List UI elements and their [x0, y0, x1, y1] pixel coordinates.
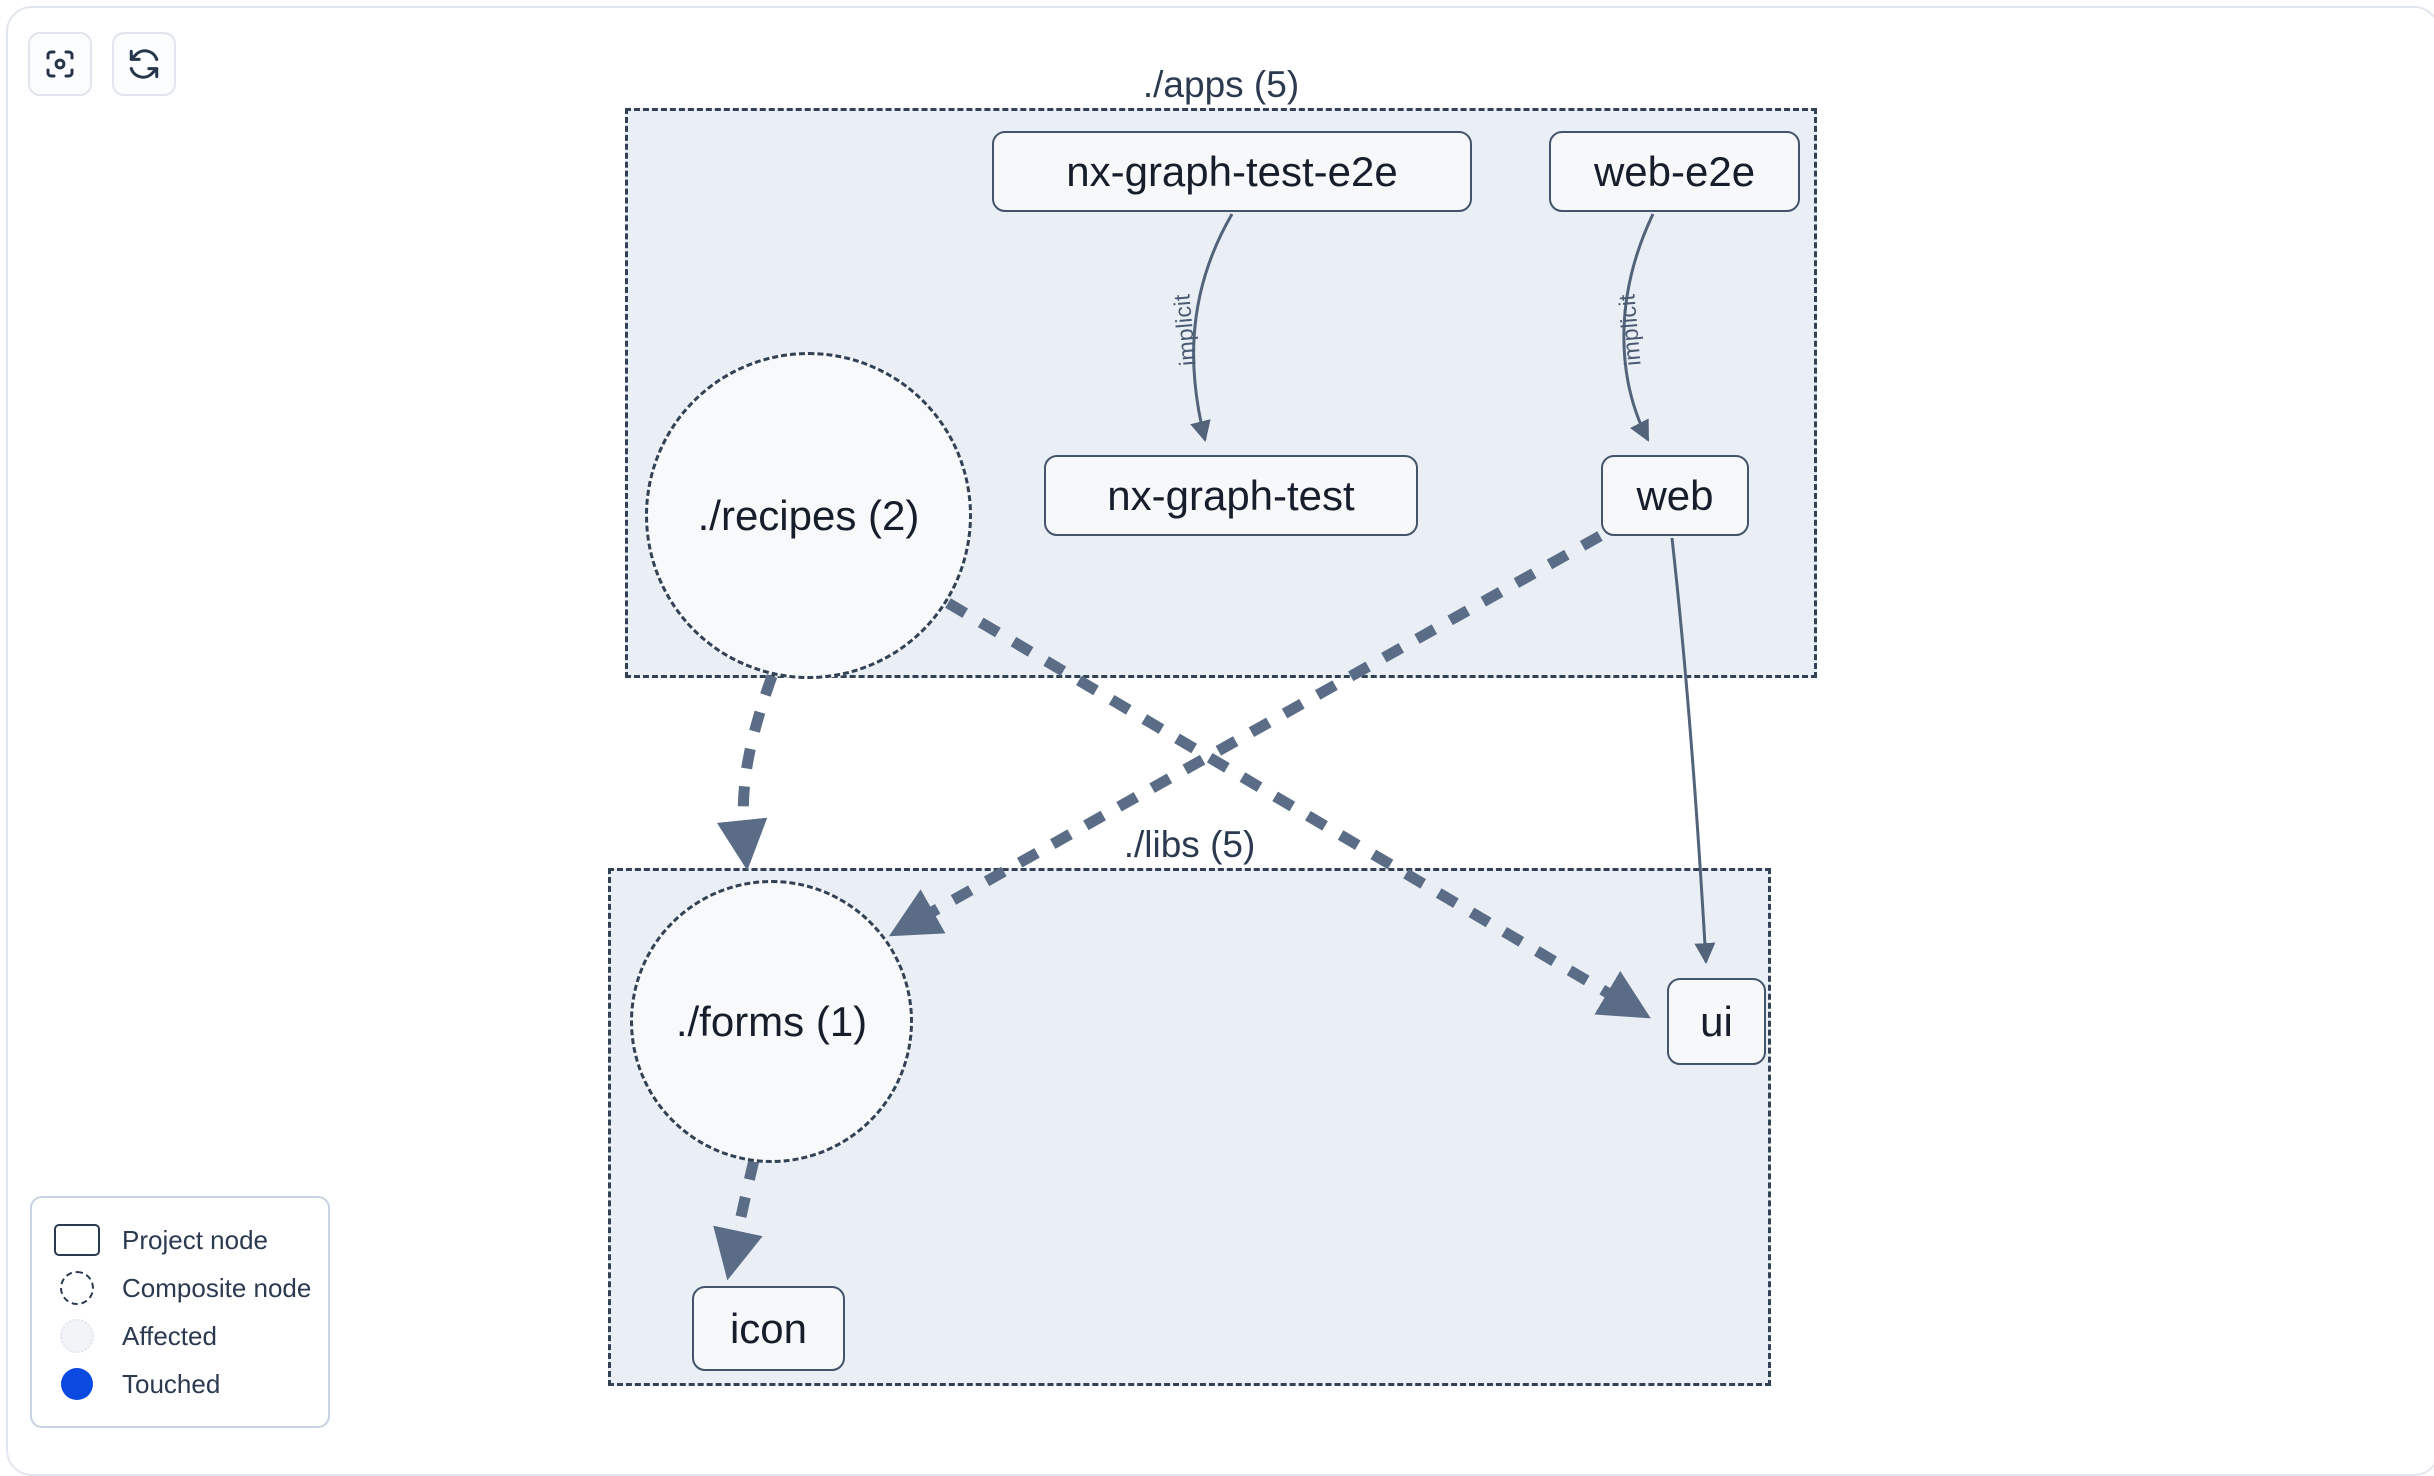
legend-item-project-node: Project node — [54, 1216, 308, 1264]
focus-target-icon — [42, 46, 78, 82]
project-graph-canvas[interactable]: ./apps (5) ./libs (5) implicit implicit — [0, 0, 2434, 1446]
legend-label-affected: Affected — [122, 1320, 217, 1351]
composite-node-swatch-icon — [54, 1271, 100, 1305]
legend-label-composite-node: Composite node — [122, 1272, 312, 1303]
composite-node-forms[interactable]: ./forms (1) — [630, 880, 913, 1163]
touched-swatch-icon — [54, 1367, 100, 1401]
project-node-icon[interactable]: icon — [692, 1286, 845, 1371]
legend-label-touched: Touched — [122, 1368, 221, 1399]
refresh-icon — [126, 46, 162, 82]
edge-recipes-to-forms — [716, 674, 778, 871]
composite-node-recipes[interactable]: ./recipes (2) — [645, 352, 972, 679]
project-node-nx-graph-test[interactable]: nx-graph-test — [1044, 455, 1418, 536]
legend-item-touched: Touched — [54, 1360, 308, 1408]
project-node-ui[interactable]: ui — [1667, 978, 1766, 1065]
refresh-graph-button[interactable] — [112, 32, 176, 96]
legend-item-composite-node: Composite node — [54, 1264, 312, 1312]
affected-swatch-icon — [54, 1319, 100, 1353]
project-node-swatch-icon — [54, 1223, 100, 1257]
project-node-web[interactable]: web — [1601, 455, 1749, 536]
graph-legend: Project node Composite node Affected Tou… — [30, 1196, 330, 1428]
legend-item-affected: Affected — [54, 1312, 308, 1360]
focus-graph-button[interactable] — [28, 32, 92, 96]
legend-label-project-node: Project node — [122, 1224, 268, 1255]
group-label-apps: ./apps (5) — [1132, 65, 1310, 105]
group-label-libs: ./libs (5) — [1113, 825, 1266, 865]
graph-toolbar — [28, 32, 176, 96]
project-node-web-e2e[interactable]: web-e2e — [1549, 131, 1800, 212]
project-node-nx-graph-test-e2e[interactable]: nx-graph-test-e2e — [992, 131, 1472, 212]
